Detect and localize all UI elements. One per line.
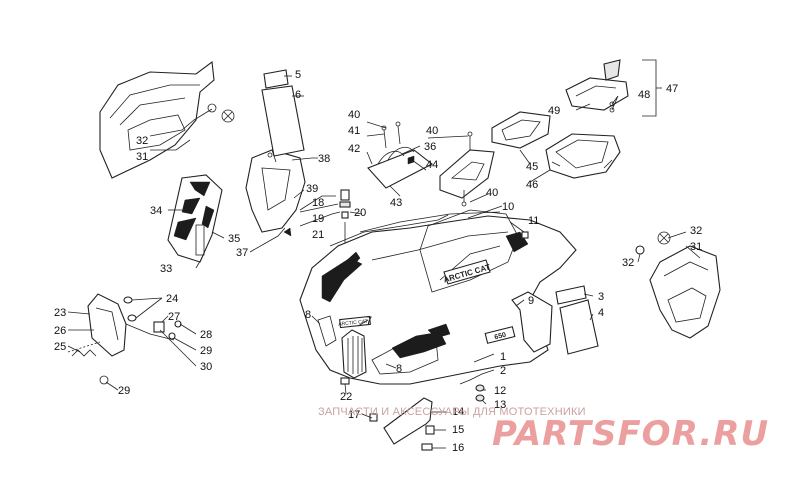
- label-44: 44: [426, 159, 438, 171]
- label-14: 14: [452, 406, 464, 418]
- left-side-panel: [99, 60, 235, 179]
- label-43: 43: [390, 197, 402, 209]
- watermark-subtitle: ЗАПЧАСТИ И АКСЕССУАРЫ ДЛЯ МОТОТЕХНИКИ: [318, 406, 586, 418]
- label-6: 6: [295, 89, 301, 101]
- console-cover: [439, 131, 495, 207]
- fender-extension: [511, 291, 553, 353]
- label-40-low: 40: [486, 187, 498, 199]
- label-37: 37: [236, 247, 248, 259]
- label-21: 21: [312, 229, 324, 241]
- storage-box: [545, 133, 621, 179]
- label-2: 2: [500, 365, 506, 377]
- label-13: 13: [494, 399, 506, 411]
- label-18: 18: [312, 197, 324, 209]
- label-17: 17: [348, 409, 360, 421]
- label-49: 49: [548, 105, 560, 117]
- label-11: 11: [528, 215, 539, 227]
- label-32-mid: 32: [622, 257, 634, 269]
- label-36: 36: [424, 141, 436, 153]
- label-15: 15: [452, 424, 464, 436]
- label-48: 48: [638, 89, 650, 101]
- label-29-bottom: 29: [118, 385, 130, 397]
- leader-lines: [67, 59, 701, 449]
- label-26: 26: [54, 325, 66, 337]
- label-7: 7: [366, 315, 372, 327]
- model-decal-text: 650: [494, 332, 507, 342]
- label-38: 38: [318, 153, 330, 165]
- left-fender-decal: [167, 174, 223, 263]
- headlight-assembly: [67, 293, 182, 385]
- label-40-top: 40: [348, 109, 360, 121]
- label-30: 30: [200, 361, 212, 373]
- label-3: 3: [598, 291, 604, 303]
- label-20: 20: [354, 207, 366, 219]
- label-25: 25: [54, 341, 66, 353]
- label-24: 24: [166, 293, 178, 305]
- bolt-right: [521, 231, 529, 239]
- label-8-right: 8: [396, 363, 402, 375]
- label-31-right: 31: [690, 241, 702, 253]
- badge-text: ARCTIC CAT: [338, 319, 368, 328]
- rack-bracket: [367, 121, 434, 189]
- label-42: 42: [348, 143, 360, 155]
- label-33: 33: [160, 263, 172, 275]
- decal-strip: [261, 69, 305, 157]
- label-47: 47: [666, 83, 678, 95]
- label-16: 16: [452, 442, 464, 454]
- part-labels: 1 2 3 4 5 6 7 8 8 9 10 11 12 13 14 15 16…: [54, 69, 702, 454]
- label-27: 27: [168, 311, 180, 323]
- watermark-logo: PARTSFOR.RU: [492, 414, 770, 454]
- label-41: 41: [348, 125, 360, 137]
- label-28: 28: [200, 329, 212, 341]
- label-8-left: 8: [305, 309, 311, 321]
- label-45: 45: [526, 161, 538, 173]
- label-5: 5: [295, 69, 301, 81]
- label-12: 12: [494, 385, 506, 397]
- storage-lid: [491, 111, 551, 149]
- label-4: 4: [598, 307, 604, 319]
- label-9: 9: [528, 295, 534, 307]
- storage-cover: [565, 59, 629, 113]
- inner-front-panel: [245, 149, 306, 237]
- front-body-fender: ARCTIC CAT: [299, 209, 577, 385]
- fender-decal-small: [555, 285, 599, 355]
- label-32-right: 32: [690, 225, 702, 237]
- label-34: 34: [150, 205, 162, 217]
- label-31-left: 31: [136, 151, 148, 163]
- label-23: 23: [54, 307, 66, 319]
- label-39: 39: [306, 183, 318, 195]
- label-40-mid: 40: [426, 125, 438, 137]
- label-35: 35: [228, 233, 240, 245]
- label-46: 46: [526, 179, 538, 191]
- label-22: 22: [340, 391, 352, 403]
- label-10: 10: [502, 201, 514, 213]
- label-1: 1: [500, 351, 506, 363]
- label-32-left: 32: [136, 135, 148, 147]
- label-19: 19: [312, 213, 324, 225]
- label-29-top: 29: [200, 345, 212, 357]
- right-side-panel: [635, 231, 721, 339]
